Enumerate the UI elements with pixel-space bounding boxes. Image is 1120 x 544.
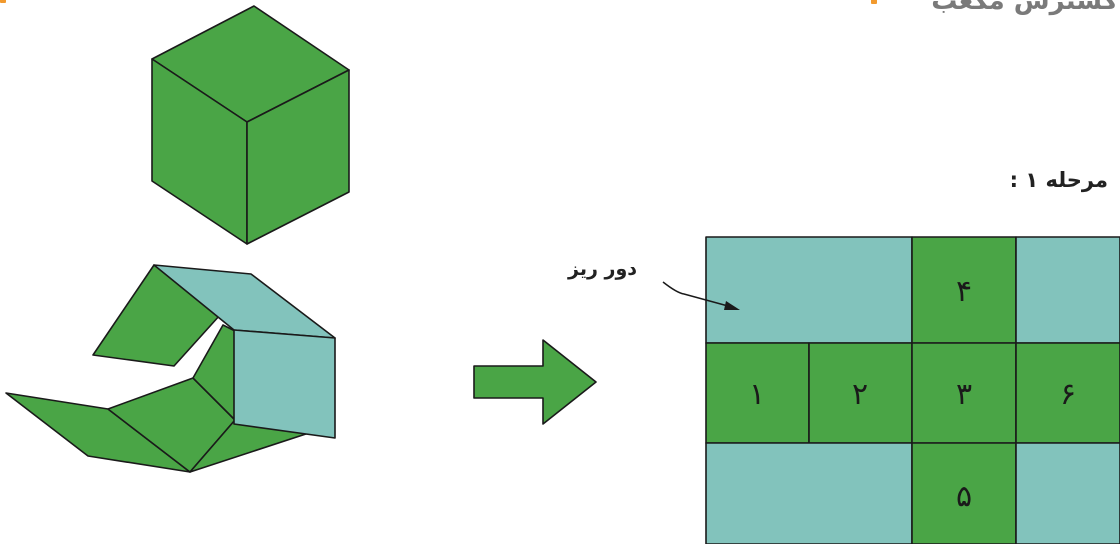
net-cell-6 [1015,342,1120,444]
edge-accent-marker [0,0,6,3]
step-label: مرحله ۱ : [1009,168,1108,192]
net-cell-5 [911,442,1017,544]
waste-region-bottom-right [1015,442,1120,544]
net-cell-4 [911,236,1017,344]
page-title: گسترش مکعب [931,0,1118,16]
direction-arrow-icon [473,339,597,425]
assembled-cube [151,5,350,245]
net-cell-label-3: ۳ [956,377,972,412]
callout-arrow-icon [662,281,740,310]
unfolding-cube [5,264,336,473]
waste-region-top-left [705,236,913,344]
unfold-front-panel [233,329,336,439]
title-accent-marker [871,0,877,4]
net-cell-label-1: ۱ [749,377,765,412]
net-grid [705,236,1120,544]
cube-right-face [246,69,350,245]
waste-callout-label: دور ریز [568,258,638,280]
waste-region-top-right [1015,236,1120,344]
waste-region-bottom-left [705,442,913,544]
net-cell-label-6: ۶ [1060,377,1076,412]
net-cell-label-4: ۴ [956,274,972,309]
net-cell-label-2: ۲ [852,377,868,412]
net-cell-1 [705,342,810,444]
net-cell-label-5: ۵ [956,479,972,514]
